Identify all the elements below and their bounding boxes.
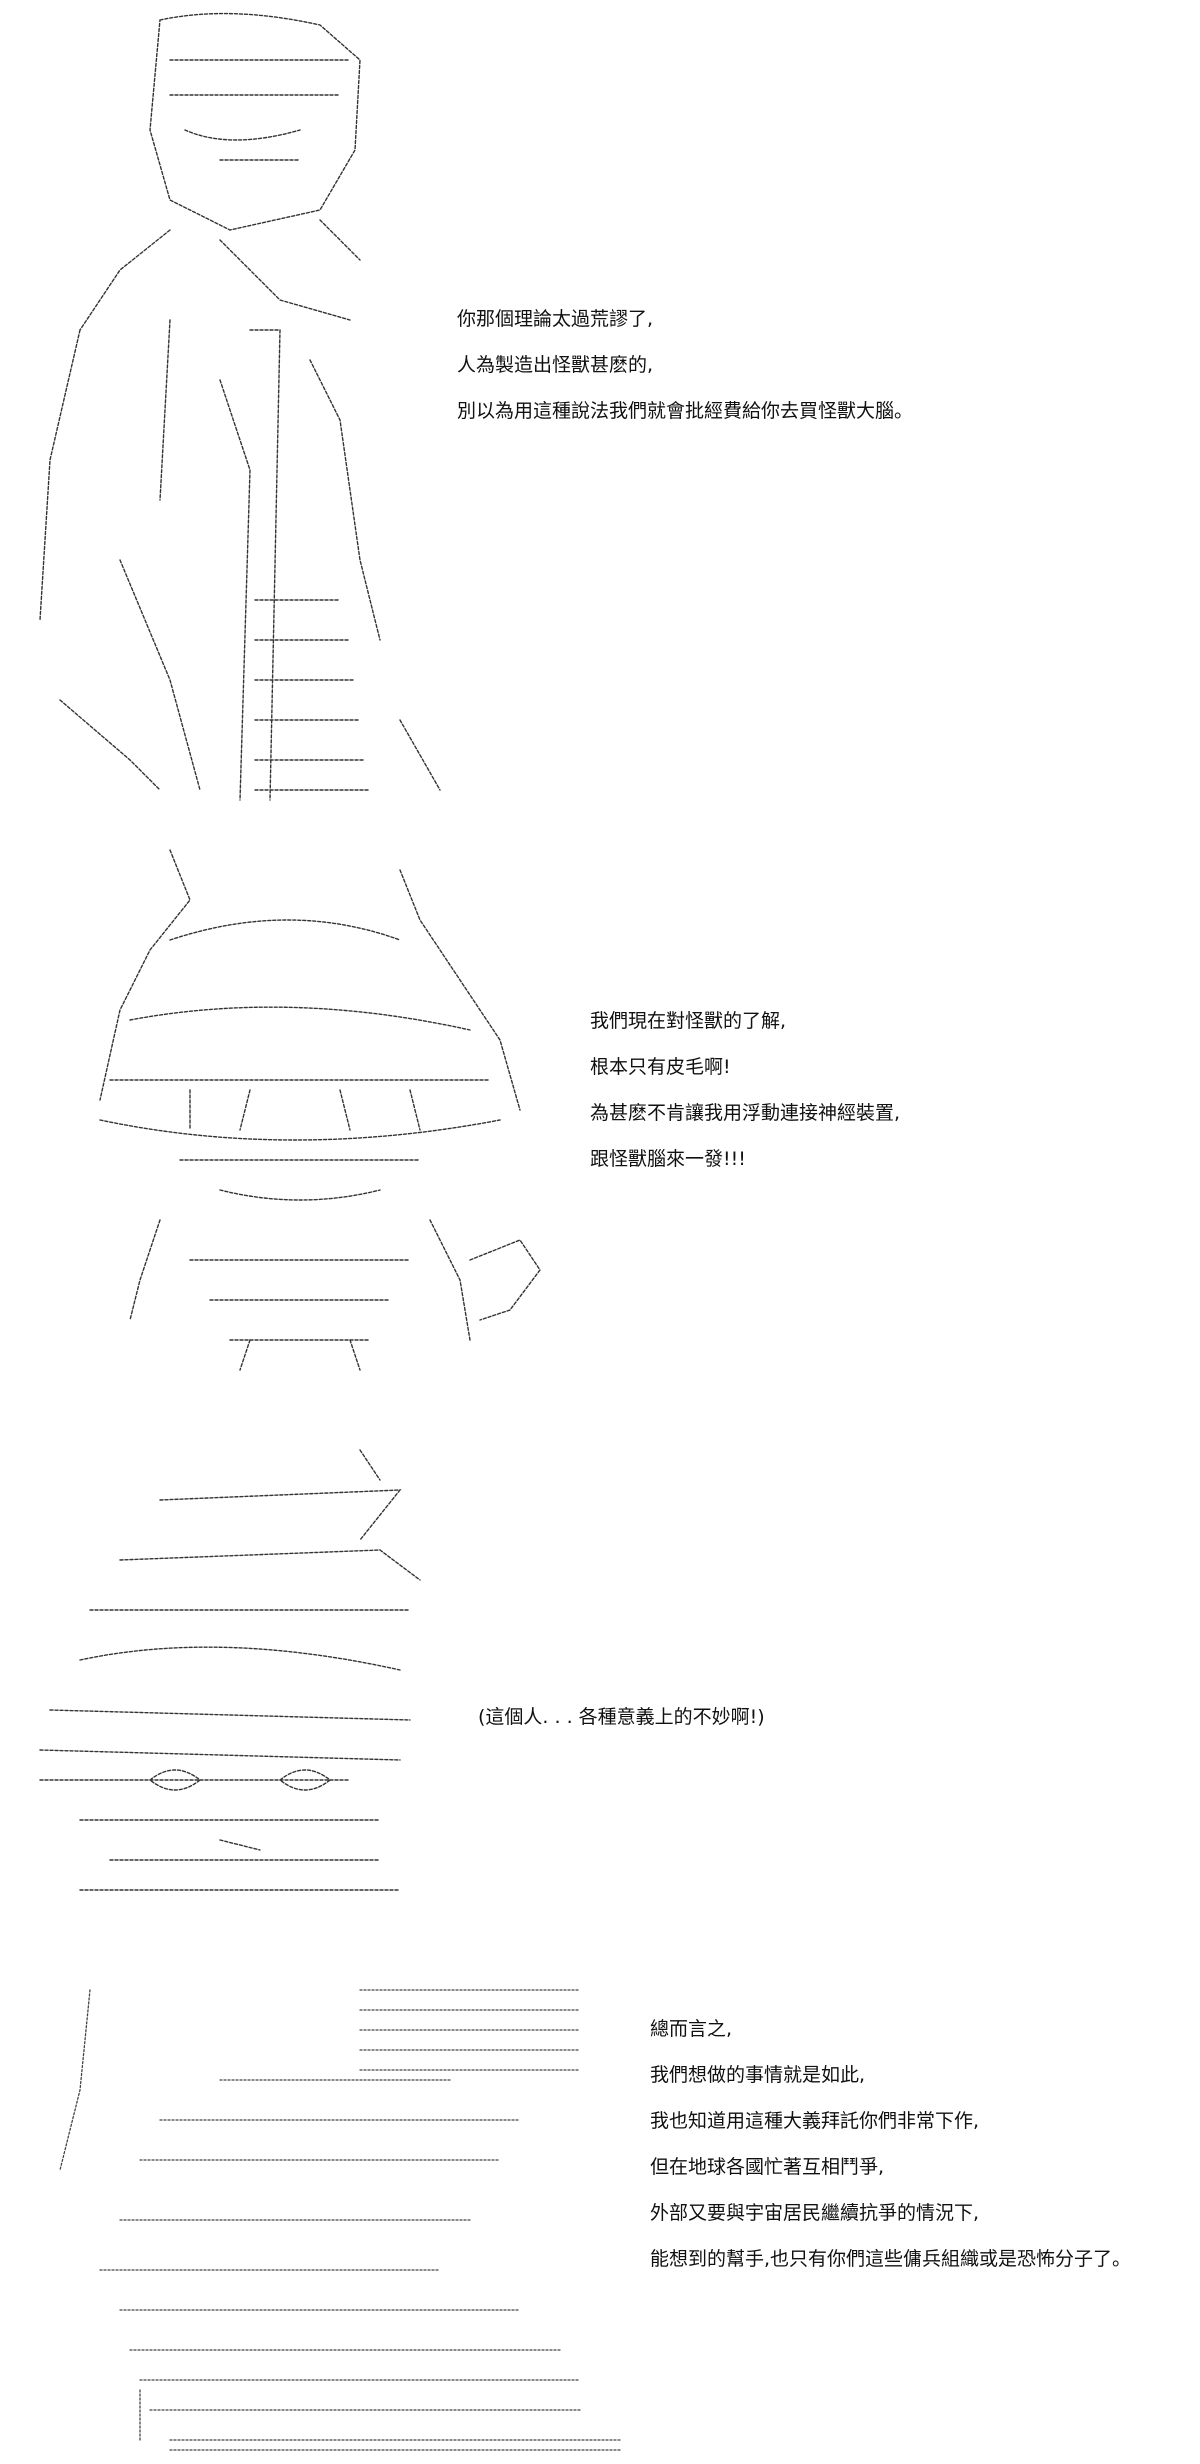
ascii-art-strokes (39, 1449, 421, 1891)
dialogue-line: 為甚麽不肯讓我用浮動連接神經裝置, (590, 1102, 901, 1124)
dialogue-line: 根本只有皮毛啊! (590, 1056, 731, 1078)
dialogue-line: 別以為用這種說法我們就會批經費給你去買怪獸大腦。 (457, 400, 914, 422)
dialogue-line: 能想到的幫手,也只有你們這些傭兵組織或是恐怖分子了。 (650, 2248, 1132, 2270)
dialogue-line: 總而言之, (650, 2018, 733, 2040)
dialogue-line: 人為製造出怪獸甚麽的, (457, 354, 654, 376)
dialogue-line: 我們現在對怪獸的了解, (590, 1010, 787, 1032)
eyepatch-girl-face-ascii-art (20, 1440, 440, 1900)
panel-4: 總而言之, 我們想做的事情就是如此, 我也知道用這種大義拜託你們非常下作, 但在… (0, 1970, 1200, 2464)
dialogue-block: 你那個理論太過荒謬了, 人為製造出怪獸甚麽的, 別以為用這種說法我們就會批經費給… (457, 296, 913, 434)
panel-3: (這個人. . . 各種意義上的不妙啊!) (0, 1440, 1200, 1960)
ascii-art-strokes (39, 12, 441, 801)
dialogue-line: (這個人. . . 各種意義上的不妙啊!) (478, 1706, 765, 1728)
ascii-art-strokes (59, 1989, 621, 2451)
shaded-portrait-ascii-art (20, 1970, 660, 2460)
panel-1: 你那個理論太過荒謬了, 人為製造出怪獸甚麽的, 別以為用這種說法我們就會批經費給… (0, 0, 1200, 820)
twin-tail-girl-ascii-art (40, 840, 560, 1380)
dialogue-line: 你那個理論太過荒謬了, (457, 308, 654, 330)
dialogue-line: 但在地球各國忙著互相鬥爭, (650, 2156, 885, 2178)
dialogue-line: 我也知道用這種大義拜託你們非常下作, (650, 2110, 980, 2132)
dialogue-line: 跟怪獸腦來一發!!! (590, 1148, 746, 1170)
dialogue-line: 我們想做的事情就是如此, (650, 2064, 866, 2086)
dialogue-line: 外部又要與宇宙居民繼續抗爭的情況下, (650, 2202, 980, 2224)
dialogue-block: 總而言之, 我們想做的事情就是如此, 我也知道用這種大義拜託你們非常下作, 但在… (650, 2006, 1131, 2282)
panel-2: 我們現在對怪獸的了解, 根本只有皮毛啊! 為甚麽不肯讓我用浮動連接神經裝置, 跟… (0, 830, 1200, 1390)
dialogue-block: (這個人. . . 各種意義上的不妙啊!) (478, 1694, 765, 1740)
dialogue-block: 我們現在對怪獸的了解, 根本只有皮毛啊! 為甚麽不肯讓我用浮動連接神經裝置, 跟… (590, 998, 900, 1182)
ascii-art-strokes (99, 849, 541, 1371)
tall-figure-ascii-art (20, 0, 450, 810)
